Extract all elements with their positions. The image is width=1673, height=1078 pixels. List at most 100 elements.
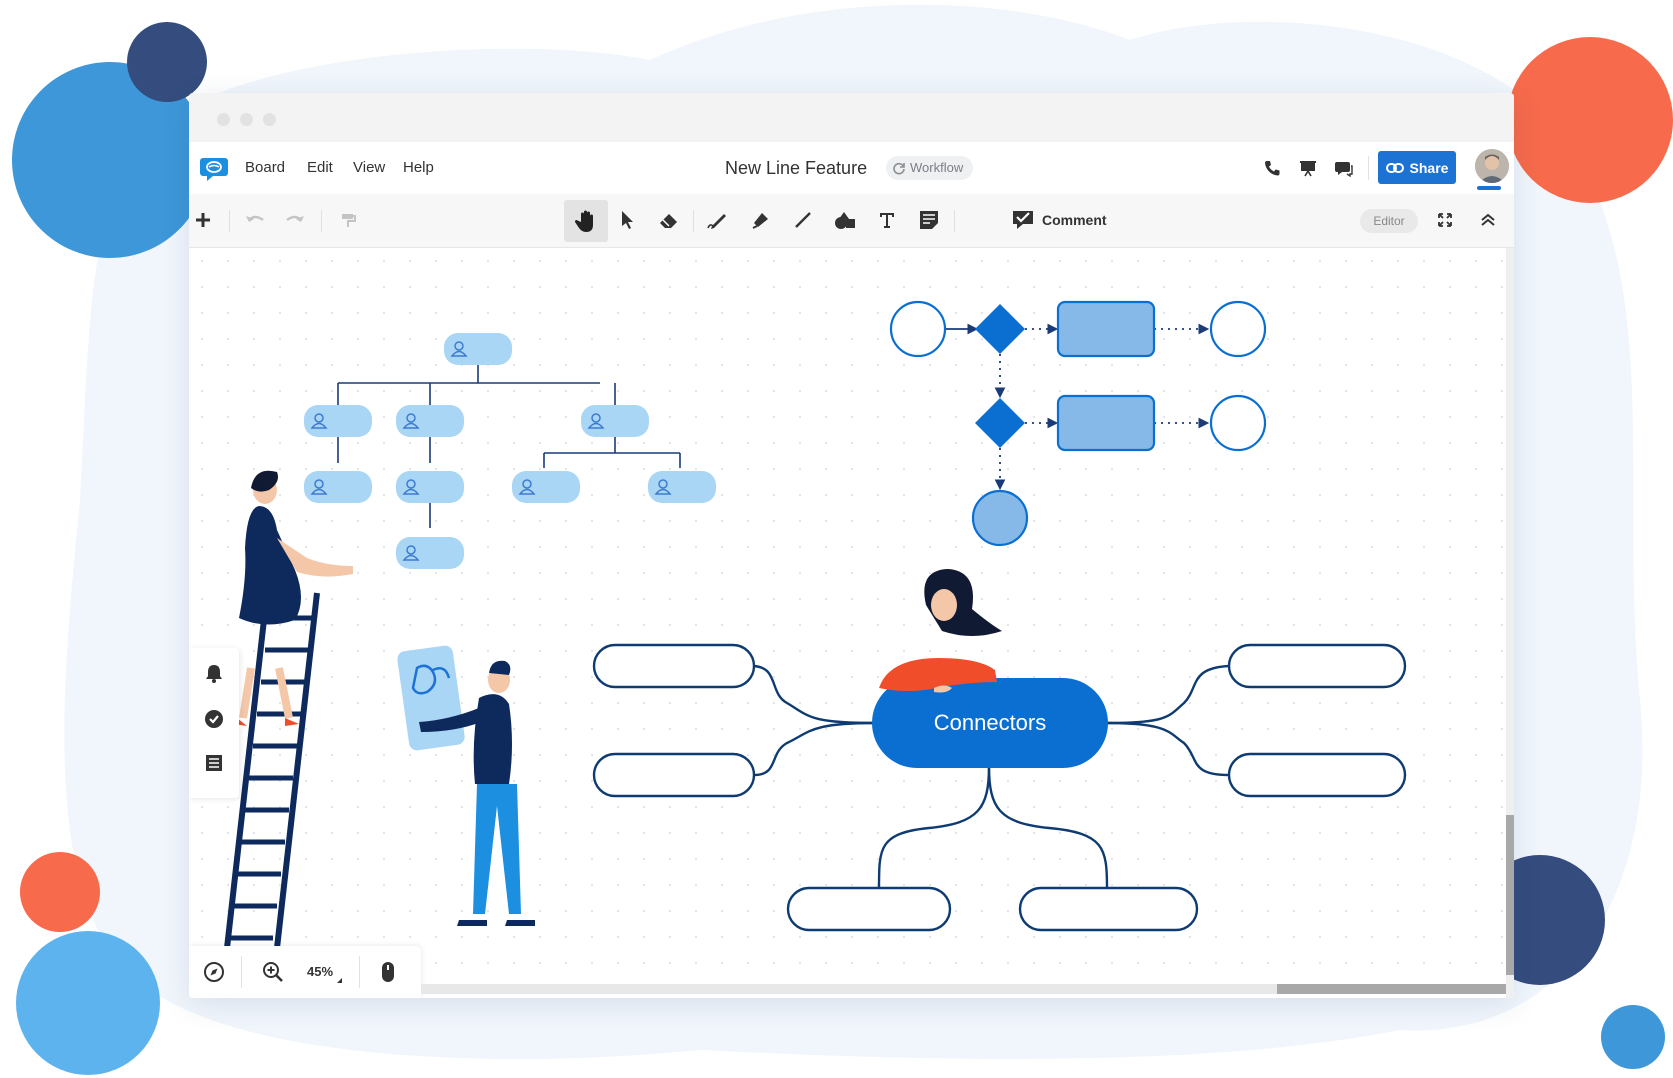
- app-window: Board Edit View Help New Line Feature Wo…: [189, 93, 1514, 998]
- window-titlebar: [189, 93, 1514, 142]
- deco-circle-blue-bottom-right: [1601, 1005, 1665, 1069]
- mindmap-center-label: Connectors: [933, 710, 1047, 735]
- org-node[interactable]: [396, 405, 464, 437]
- vertical-scrollbar[interactable]: [1506, 248, 1514, 998]
- org-node[interactable]: [512, 471, 580, 503]
- diagram-layer: [224, 300, 1407, 949]
- flow-end-node[interactable]: [1209, 300, 1267, 358]
- user-avatar[interactable]: [1475, 149, 1509, 183]
- org-node[interactable]: [396, 537, 464, 569]
- eraser-icon[interactable]: [655, 206, 683, 234]
- horizontal-scrollbar-thumb[interactable]: [1277, 984, 1514, 994]
- redo-icon[interactable]: [281, 206, 309, 234]
- mindmap-branch-node[interactable]: [1227, 643, 1407, 689]
- flow-start-node[interactable]: [889, 300, 947, 358]
- toolbar-divider: [229, 210, 230, 232]
- active-user-indicator: [1477, 186, 1501, 190]
- window-minimize-dot[interactable]: [240, 113, 253, 126]
- notifications-bell-icon[interactable]: [203, 662, 225, 684]
- app-logo-icon[interactable]: [200, 154, 228, 182]
- deco-circle-coral-top: [1507, 37, 1673, 203]
- flow-process-node[interactable]: [1056, 300, 1156, 358]
- left-side-panel: [189, 648, 239, 798]
- menu-help[interactable]: Help: [403, 159, 434, 176]
- org-node[interactable]: [648, 471, 716, 503]
- mindmap-branch-node[interactable]: [1018, 886, 1199, 932]
- phone-icon[interactable]: [1262, 158, 1282, 178]
- text-tool-icon[interactable]: [873, 206, 901, 234]
- document-title[interactable]: New Line Feature: [725, 158, 868, 178]
- comment-icon[interactable]: [1009, 206, 1037, 234]
- org-chart: [337, 363, 681, 528]
- collapse-toolbar-icon[interactable]: [1474, 206, 1502, 234]
- whiteboard-canvas[interactable]: Connectors 45%: [189, 248, 1514, 998]
- share-button[interactable]: Share: [1378, 151, 1456, 184]
- highlighter-icon[interactable]: [747, 206, 775, 234]
- add-icon[interactable]: [189, 206, 217, 234]
- deco-circle-navy: [127, 22, 207, 102]
- chat-icon[interactable]: [1334, 158, 1354, 178]
- toolbar-divider: [321, 210, 322, 232]
- fullscreen-icon[interactable]: [1431, 206, 1459, 234]
- comment-button[interactable]: Comment: [1042, 212, 1107, 228]
- zoom-controls: 45%: [189, 946, 421, 998]
- menu-edit[interactable]: Edit: [307, 159, 333, 176]
- flow-terminal-node[interactable]: [971, 489, 1029, 547]
- flow-end-node[interactable]: [1209, 394, 1267, 452]
- mindmap-branch-node[interactable]: [592, 752, 756, 798]
- toolbar-divider: [693, 210, 694, 232]
- mindmap-connectors: [753, 664, 1230, 889]
- select-pointer-icon[interactable]: [613, 206, 641, 234]
- toolbar-divider: [954, 210, 955, 232]
- editor-role-badge[interactable]: Editor: [1360, 209, 1418, 233]
- hand-tool-icon[interactable]: [564, 200, 608, 242]
- horizontal-scrollbar[interactable]: [421, 984, 1514, 994]
- flowchart: [889, 300, 1267, 547]
- window-close-dot[interactable]: [217, 113, 230, 126]
- vertical-scrollbar-thumb[interactable]: [1506, 815, 1514, 975]
- mouse-mode-icon[interactable]: [377, 960, 399, 984]
- menu-board[interactable]: Board: [245, 159, 286, 176]
- woman-leaning-illustration: [879, 569, 1002, 693]
- mindmap-branch-node[interactable]: [592, 643, 756, 689]
- navigator-compass-icon[interactable]: [203, 961, 225, 983]
- zoom-dropdown-icon[interactable]: [337, 978, 342, 983]
- flow-process-node[interactable]: [1056, 394, 1156, 452]
- org-node[interactable]: [444, 333, 512, 365]
- present-icon[interactable]: [1298, 158, 1318, 178]
- board-list-icon[interactable]: [203, 752, 225, 774]
- header-divider: [1368, 156, 1369, 180]
- shapes-icon[interactable]: [831, 206, 859, 234]
- undo-icon[interactable]: [241, 206, 269, 234]
- mindmap-branch-node[interactable]: [1227, 752, 1407, 798]
- format-painter-icon[interactable]: [334, 206, 362, 234]
- workflow-sync-icon: [893, 162, 905, 175]
- zoom-divider: [359, 956, 360, 988]
- menu-view[interactable]: View: [353, 159, 386, 176]
- tasks-check-icon[interactable]: [203, 708, 225, 730]
- mindmap-branch-node[interactable]: [786, 886, 952, 932]
- zoom-level-label[interactable]: 45%: [307, 964, 334, 979]
- line-tool-icon[interactable]: [789, 206, 817, 234]
- workflow-badge[interactable]: Workflow: [886, 156, 974, 180]
- woman-on-ladder-illustration: [224, 470, 353, 949]
- share-label: Share: [1409, 159, 1449, 176]
- flow-decision-node[interactable]: [975, 398, 1025, 448]
- sticky-note-icon[interactable]: [915, 206, 943, 234]
- link-icon: [1385, 162, 1404, 173]
- toolbar: Comment Editor: [189, 194, 1514, 248]
- man-holding-card-illustration: [397, 645, 535, 926]
- org-node[interactable]: [304, 405, 372, 437]
- deco-circle-blue-large: [12, 62, 208, 258]
- pen-icon[interactable]: [704, 206, 732, 234]
- deco-circle-coral-bottom: [20, 852, 100, 932]
- org-node[interactable]: [396, 471, 464, 503]
- flow-decision-node[interactable]: [975, 304, 1025, 354]
- mindmap-center-node[interactable]: [872, 678, 1108, 768]
- zoom-in-icon[interactable]: [261, 960, 285, 984]
- window-maximize-dot[interactable]: [263, 113, 276, 126]
- deco-circle-blue-bottom: [16, 931, 160, 1075]
- workflow-label: Workflow: [910, 160, 964, 175]
- org-node[interactable]: [581, 405, 649, 437]
- org-node[interactable]: [304, 471, 372, 503]
